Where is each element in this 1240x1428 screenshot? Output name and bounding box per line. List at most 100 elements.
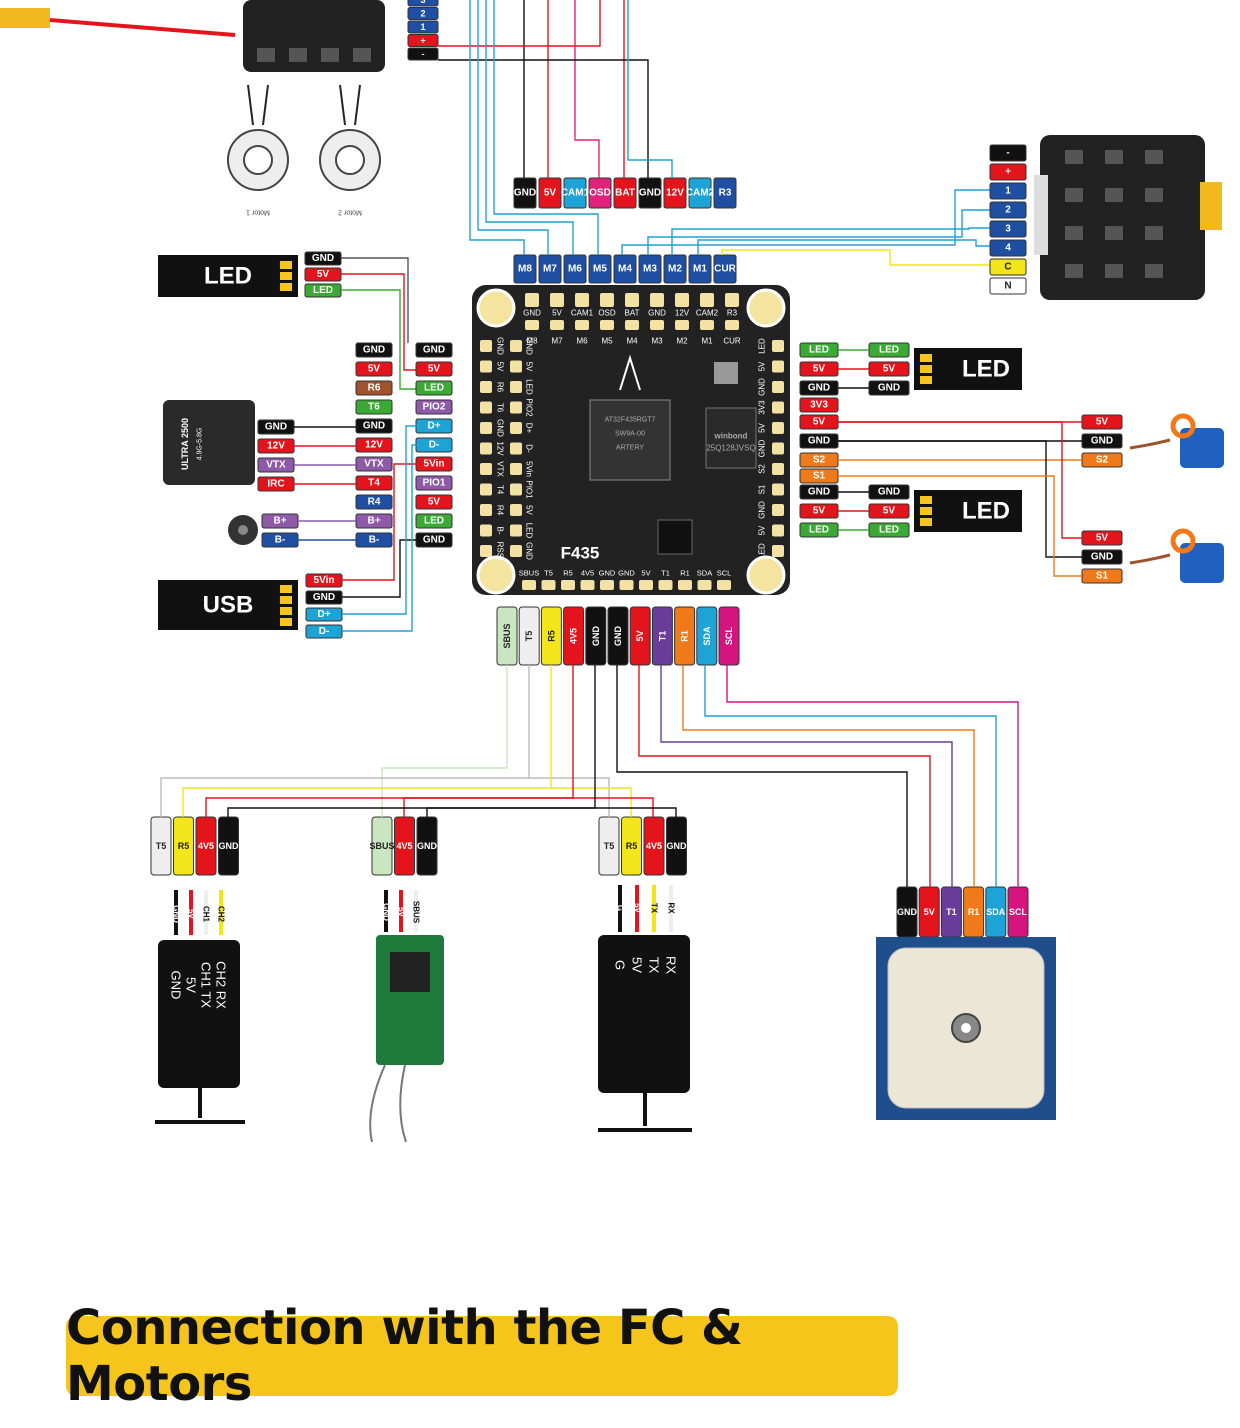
top-header-pin-6: 12V [663, 177, 687, 209]
pin-label: 5V [428, 497, 441, 508]
fc-motor-label: M1 [701, 337, 713, 346]
bottom-header-pin-5: GND [607, 606, 629, 666]
fc-motor-label: M7 [551, 337, 563, 346]
pin-body [415, 399, 453, 415]
wire-esc-pos [438, 0, 601, 47]
fc-top-label: 5V [552, 309, 562, 318]
top-header-pin-5: GND [638, 177, 662, 209]
fc-pad-top [725, 293, 739, 307]
pin-label: 5V [924, 907, 935, 917]
fc-right-label: LED [758, 338, 767, 354]
fc-pad-top [575, 293, 589, 307]
fc-bottom-label: SBUS [519, 569, 539, 578]
fc-s1-pin: S1 [799, 468, 839, 484]
esc-right-pin-1: + [989, 163, 1027, 181]
usb-pin-0: 5Vin [305, 573, 343, 588]
motor-header-pin-7: M1 [688, 254, 712, 284]
pin-body [415, 494, 453, 510]
pin-body [651, 606, 673, 666]
fc-servo-gnd-pin: GND [799, 433, 839, 449]
fc-pad-motor [550, 320, 564, 330]
wire-servo2-gnd [838, 440, 1082, 558]
fc-left-label-a: B- [496, 527, 505, 535]
pin-body [989, 220, 1027, 238]
pin-label: 1 [1005, 186, 1011, 197]
esc-right-pin-6: C [989, 258, 1027, 276]
fc-right-label: 5V [758, 361, 767, 371]
fc-pad-motor [625, 320, 639, 330]
led-rt-strip-pin-0: LED [868, 342, 910, 358]
fc-pad-right [772, 340, 784, 352]
wire-gps-t1 [660, 665, 953, 887]
wire-gps-r1 [682, 665, 975, 887]
pin-body [696, 606, 718, 666]
pin-body [989, 182, 1027, 200]
pin-label: GND [417, 841, 438, 851]
pin-label: D+ [427, 421, 440, 432]
wire-m6 [485, 0, 574, 255]
top-header-pin-2: CAM1 [561, 177, 590, 209]
motor-header-pin-1: M7 [538, 254, 562, 284]
pin-body [989, 163, 1027, 181]
fc-pad-bottom [522, 580, 536, 590]
bottom-header-pin-10: SCL [718, 606, 740, 666]
pin-label: 5V [368, 364, 381, 375]
pin-label: GND [878, 487, 900, 498]
fc-top-label: GND [648, 309, 666, 318]
motor-header-pin-0: M8 [513, 254, 537, 284]
pin-body [588, 177, 612, 209]
fc-pad-bottom [639, 580, 653, 590]
bottom-header-pin-1: T5 [518, 606, 540, 666]
fc-right-label: S1 [758, 484, 767, 494]
fc-pad-motor [600, 320, 614, 330]
wire-top-cam2 [627, 0, 673, 178]
led-top-left-pin-1: 5V [304, 267, 342, 282]
pin-body [355, 361, 393, 377]
fc-top-label: OSD [598, 309, 616, 318]
rx1-header-pin-1: R5 [173, 816, 194, 876]
fc-pad-top [525, 293, 539, 307]
top-header-pin-7: CAM2 [686, 177, 715, 209]
fc-right-label: S2 [758, 464, 767, 474]
esc-top-pin-2: 1 [407, 20, 439, 34]
fc-left-b-pin-6: 5Vin [415, 456, 453, 472]
fc-left-label-b: D+ [525, 423, 534, 434]
fc-left-label-a: R6 [496, 382, 505, 393]
fc-bottom-label: T1 [661, 569, 670, 578]
pin-label: R3 [719, 188, 732, 199]
fc-motor-label: M3 [651, 337, 663, 346]
pin-body [613, 254, 637, 284]
bottom-header-pin-3: 4V5 [563, 606, 585, 666]
pin-label: IRC [267, 479, 284, 490]
fc-left-a-pin-5: 12V [355, 437, 393, 453]
fc-pad-left [480, 360, 492, 373]
led-rt-fc-pin-0: LED [799, 342, 839, 358]
fc-pad-bottom [580, 580, 595, 590]
usb-pin-1: GND [305, 590, 343, 605]
pin-label: 5V [428, 364, 441, 375]
pin-label: B+ [273, 516, 286, 527]
fc-bottom-label: T5 [544, 569, 553, 578]
servo-horn [1170, 413, 1196, 439]
wire-usb-dm [342, 444, 418, 632]
wire-esc-neg [438, 59, 649, 178]
esc-fet [1145, 226, 1163, 240]
pin-label: GND [808, 487, 830, 498]
receiver2-lead-label: SBUS [412, 901, 421, 924]
pin-body [355, 437, 393, 453]
fc-right-label: GND [758, 501, 767, 519]
pin-label: SCL [1009, 907, 1028, 917]
rx3-header-pin-1: R5 [621, 816, 642, 876]
fc-bottom-label: SCL [717, 569, 732, 578]
pin-label: S2 [1096, 455, 1109, 466]
pin-label: M7 [543, 264, 557, 275]
fc-pad-left2 [510, 401, 522, 414]
fc-pad-right [772, 442, 784, 455]
pin-label: B- [275, 535, 286, 546]
fc-s2-pin: S2 [799, 452, 839, 468]
pin-body [613, 177, 637, 209]
fc-chip-text: SW9A-00 [615, 431, 645, 438]
pin-label: LED [424, 516, 444, 527]
pin-body [643, 816, 665, 876]
fc-pad-left2 [510, 483, 522, 496]
